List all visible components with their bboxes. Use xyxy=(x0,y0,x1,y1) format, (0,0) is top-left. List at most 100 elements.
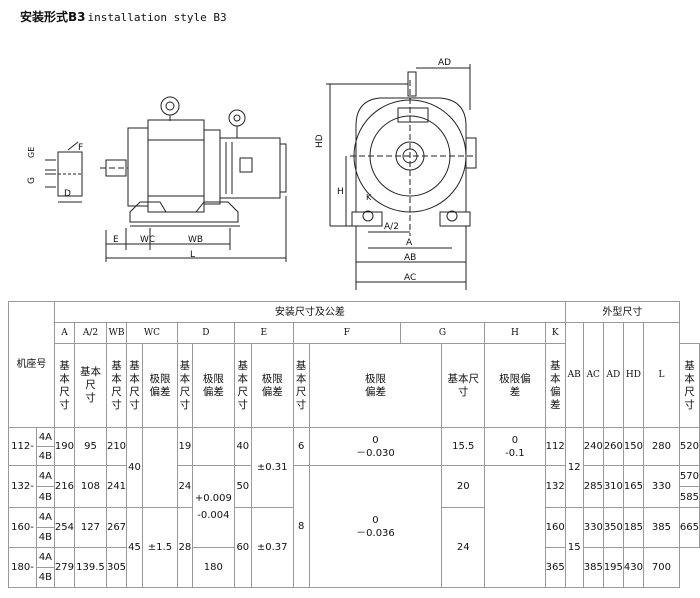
table-row: 4B xyxy=(9,567,700,588)
table-row: 4B xyxy=(9,446,700,466)
col-a2: A/2 xyxy=(73,322,107,344)
col-ad: AD xyxy=(602,322,624,428)
title-en: installation style B3 xyxy=(87,11,227,24)
cell-k: 12 xyxy=(564,427,584,508)
technical-drawing: GE F G D E WC WB L AD HD H K A/2 A AB AC xyxy=(27,58,477,290)
cell-a2: 108 xyxy=(73,465,107,508)
cell-hd: 430 xyxy=(622,547,645,588)
col-l: L xyxy=(643,322,680,428)
sub-wc-base: 基 本 尺 寸 xyxy=(126,343,144,428)
cell-ac: 350 xyxy=(602,507,624,548)
col-d: D xyxy=(176,322,235,344)
label-wc: WC xyxy=(140,235,155,245)
sub-g-base: 基本尺 寸 xyxy=(441,343,486,428)
side-view xyxy=(45,96,287,262)
label-f: F xyxy=(78,143,83,153)
cell-d: 24 xyxy=(176,465,193,508)
label-ge: GE xyxy=(27,147,36,158)
label-d: D xyxy=(64,189,71,199)
cell-wb: 210 xyxy=(105,427,128,466)
frame-no-header: 机座号 xyxy=(8,301,55,428)
front-view xyxy=(326,64,477,290)
cell-e-tol: ±0.31 xyxy=(250,427,294,508)
col-ab: AB xyxy=(564,322,584,428)
cell-ac: 310 xyxy=(602,465,624,508)
cell-k: 15 xyxy=(564,507,584,588)
sub-f-base: 基 本 尺 寸 xyxy=(292,343,310,428)
sub-frame-cell: 4B xyxy=(35,567,55,588)
label-a2: A/2 xyxy=(384,222,399,232)
sub-e-base: 基 本 尺 寸 xyxy=(233,343,252,428)
cell-ab: 285 xyxy=(582,465,604,508)
label-ab: AB xyxy=(404,253,416,263)
col-g: G xyxy=(399,322,486,344)
col-e: E xyxy=(233,322,294,344)
frame-cell: 132- xyxy=(8,465,37,508)
label-a: A xyxy=(406,238,413,248)
dimension-table: 机座号 安装尺寸及公差 外型尺寸 A A/2 WB WC D E F G H K… xyxy=(8,301,700,588)
cell-wc-tol: ±1.5 xyxy=(142,507,178,588)
cell-ac: 260 xyxy=(602,427,624,466)
col-ac: AC xyxy=(582,322,604,428)
table-row: 112- 4A 190 95 210 40 19 40 ±0.31 6 0 －0… xyxy=(8,427,700,508)
cell-a: 279 xyxy=(53,547,75,588)
cell-a: 216 xyxy=(53,465,75,508)
label-ac: AC xyxy=(404,273,416,283)
sub-a: 基 本 尺 寸 xyxy=(53,343,75,428)
sub-f-limit: 极限 偏差 xyxy=(308,343,443,428)
cell-d-tol-empty xyxy=(191,427,235,466)
cell-wc-tol-empty xyxy=(142,427,178,508)
cell-ab: 240 xyxy=(582,427,604,466)
cell-l: 585 xyxy=(678,486,700,508)
col-a: A xyxy=(53,322,75,344)
cell-d: 28 xyxy=(176,507,193,588)
cell-f-tol: 0 －0.030 xyxy=(308,427,443,466)
cell-l: 665 xyxy=(678,507,700,548)
label-wb: WB xyxy=(188,235,203,245)
cell-l: 570 xyxy=(678,465,700,487)
d-tol-lower: -0.004 xyxy=(197,509,230,521)
sub-wc-limit: 极限 偏差 xyxy=(142,343,178,428)
sub-frame-cell: 4A xyxy=(35,507,55,528)
cell-ad: 165 xyxy=(622,465,645,508)
label-ad: AD xyxy=(438,58,451,68)
sub-frame-cell: 4A xyxy=(35,465,55,487)
cell-h: 160 xyxy=(544,507,566,548)
sub-frame-cell: 4B xyxy=(35,446,55,466)
col-hd: HD xyxy=(622,322,645,428)
sub-k: 基 本 尺 寸 xyxy=(678,343,700,428)
f-tol-lower: －0.036 xyxy=(356,527,395,539)
label-e: E xyxy=(113,235,119,245)
cell-hd: 330 xyxy=(643,465,680,508)
sub-e-limit: 极限 偏差 xyxy=(250,343,294,428)
cell-a: 254 xyxy=(53,507,75,548)
cell-e-tol: ±0.37 xyxy=(250,507,294,588)
sub-wb: 基 本 尺 寸 xyxy=(105,343,128,428)
cell-h: 132 xyxy=(544,465,566,508)
cell-l: 520 xyxy=(678,427,700,466)
label-l: L xyxy=(190,250,195,260)
cell-a2: 95 xyxy=(73,427,107,466)
cell-g-tol: 0 -0.1 xyxy=(484,427,546,466)
label-g: G xyxy=(27,177,37,184)
sub-a2: 基本尺 寸 xyxy=(73,343,107,428)
col-wb: WB xyxy=(105,322,128,344)
sub-frame-cell: 4B xyxy=(35,527,55,548)
g-tol-lower: -0.1 xyxy=(505,447,525,459)
cell-hd: 385 xyxy=(643,507,680,548)
cell-e: 50 xyxy=(233,465,252,508)
label-k: K xyxy=(366,193,372,202)
cell-f: 6 xyxy=(292,427,310,466)
sub-d-limit: 极限 偏差 xyxy=(191,343,235,428)
cell-ac: 385 xyxy=(582,547,604,588)
cell-l: 700 xyxy=(643,547,680,588)
cell-e: 40 xyxy=(233,427,252,466)
cell-f: 8 xyxy=(292,465,310,588)
sub-frame-cell: 4A xyxy=(35,427,55,447)
label-h: H xyxy=(337,187,344,197)
cell-g-tol-empty xyxy=(484,465,546,588)
col-f: F xyxy=(292,322,401,344)
table-row: 132- 4A 216 108 241 24 +0.009 -0.004 50 … xyxy=(8,465,700,588)
cell-f-tol: 0 －0.036 xyxy=(308,465,443,588)
cell-wb: 305 xyxy=(105,547,128,588)
